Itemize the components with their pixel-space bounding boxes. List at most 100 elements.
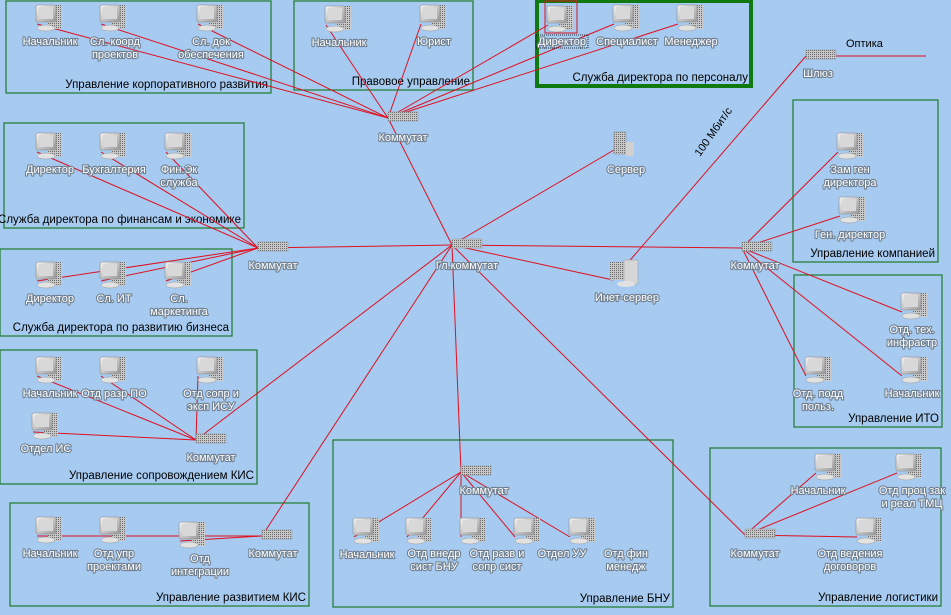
- link-g1c-sw_top[interactable]: [197, 23, 389, 119]
- link-g8d-g8s[interactable]: [460, 471, 516, 538]
- link-g4c-sw_left[interactable]: [165, 151, 259, 249]
- switch-sw_main[interactable]: Гл.коммутат: [435, 238, 499, 273]
- workstation-g7a[interactable]: Начальник: [21, 516, 79, 561]
- link-sw_main-g8s[interactable]: [451, 244, 462, 473]
- workstation-g6a[interactable]: Начальник: [21, 356, 79, 401]
- server-inet[interactable]: Инет-сервер: [594, 259, 660, 305]
- link-g1a-sw_top[interactable]: [36, 23, 389, 119]
- link-sw_left-sw_main[interactable]: [257, 244, 453, 249]
- link-g9a-g9s[interactable]: [744, 472, 817, 536]
- server-server[interactable]: Сервер: [606, 131, 646, 177]
- workstation-g8a[interactable]: Начальник: [338, 517, 396, 562]
- group-g10[interactable]: Управление компанией: [792, 99, 939, 263]
- workstation-g3a[interactable]: Директор: [535, 0, 589, 49]
- workstation-g2a[interactable]: Начальник: [310, 5, 368, 50]
- computer-icon: [324, 5, 351, 33]
- link-g2b-sw_top[interactable]: [387, 23, 422, 119]
- group-g6[interactable]: Управление сопровождением КИС: [0, 349, 258, 485]
- workstation-g8d[interactable]: Отдел УУ: [513, 517, 589, 561]
- group-g8[interactable]: Управление БНУ: [332, 439, 674, 608]
- link-g11b-sw_right[interactable]: [741, 247, 903, 377]
- link-g8e-g8s[interactable]: [460, 471, 571, 538]
- workstation-g6d[interactable]: Отдел ИС: [20, 412, 73, 456]
- server-icon: [613, 131, 634, 156]
- link-g11a-sw_right[interactable]: [741, 247, 903, 313]
- group-g3[interactable]: Служба директора по персоналу: [535, 0, 753, 88]
- workstation-g11b[interactable]: Начальник: [883, 356, 941, 401]
- workstation-g4b[interactable]: Бухгалтерия: [81, 132, 147, 177]
- link-g9b-g9s[interactable]: [744, 472, 898, 536]
- group-g9[interactable]: Управление логистики: [709, 447, 942, 607]
- workstation-g1a[interactable]: Начальник: [21, 4, 79, 49]
- node-label: Начальник: [885, 388, 940, 400]
- link-g5a-sw_left[interactable]: [36, 247, 259, 282]
- link-g4b-sw_left[interactable]: [100, 151, 259, 249]
- link-g3b-sw_top[interactable]: [387, 23, 615, 119]
- link-g11c-sw_right[interactable]: [741, 247, 807, 377]
- label-focus-box: [535, 34, 589, 49]
- node-label: Начальник: [791, 485, 846, 497]
- link-sw_main-sw_right[interactable]: [451, 244, 743, 249]
- switch-g7s[interactable]: Коммутат: [247, 529, 299, 561]
- switch-gw[interactable]: Шлюз: [802, 49, 837, 81]
- group-label: Управление развитием КИС: [156, 592, 306, 604]
- computer-icon: [838, 196, 865, 224]
- link-g3c-sw_top[interactable]: [387, 23, 679, 119]
- link-sw_main-inet[interactable]: [451, 244, 614, 281]
- group-g5[interactable]: Служба директора по развитию бизнеса: [0, 248, 233, 337]
- workstation-g9a[interactable]: Начальник: [789, 453, 847, 498]
- link-g6d-g6s[interactable]: [32, 431, 197, 441]
- link-inet-gw[interactable]: [612, 55, 807, 281]
- link-g10a-sw_right[interactable]: [741, 151, 839, 249]
- workstation-g5a[interactable]: Директор: [25, 261, 75, 306]
- link-g1b-sw_top[interactable]: [100, 23, 389, 119]
- link-sw_top-sw_main[interactable]: [387, 117, 453, 246]
- link-g6a-g6s[interactable]: [36, 375, 197, 441]
- group-g4[interactable]: Служба директора по финансам и экономике: [0, 122, 245, 229]
- link-g4a-sw_left[interactable]: [36, 151, 259, 249]
- switch-sw_left[interactable]: Коммутат: [247, 241, 299, 273]
- link-g2a-sw_top[interactable]: [325, 24, 389, 119]
- link-g6b-g6s[interactable]: [100, 375, 197, 441]
- workstation-g2b[interactable]: Юрист: [416, 4, 452, 49]
- workstation-g5c[interactable]: Сл.маркетинга: [149, 261, 210, 319]
- node-label: обеспечения: [178, 49, 244, 61]
- link-sw_main-server[interactable]: [451, 149, 615, 246]
- workstation-g3c[interactable]: Менеджер: [663, 4, 719, 49]
- node-label: Ген. директор: [815, 229, 885, 241]
- link-g6c-g6s[interactable]: [195, 375, 199, 441]
- switch-g8s[interactable]: Коммутат: [458, 465, 510, 498]
- workstation-g3b[interactable]: Специалист: [595, 4, 659, 49]
- link-sw_main-g9s[interactable]: [451, 244, 746, 536]
- group-g1[interactable]: Управление корпоративного развития: [5, 0, 272, 94]
- switch-g9s[interactable]: Коммутат: [729, 528, 781, 561]
- node-label: Начальник: [23, 388, 78, 400]
- computer-icon: [31, 412, 58, 440]
- workstation-g10b[interactable]: Ген. директор: [814, 196, 886, 242]
- group-g7[interactable]: Управление развитием КИС: [9, 502, 310, 607]
- workstation-g5b[interactable]: Сл. ИТ: [95, 261, 133, 306]
- link-g3a-sw_top[interactable]: [387, 24, 549, 119]
- switch-g6s[interactable]: Коммутат: [185, 433, 237, 465]
- switch-sw_right[interactable]: Коммутат: [729, 241, 781, 273]
- workstation-g6b[interactable]: Отд разр ПО: [80, 356, 148, 401]
- link-sw_main-g6s[interactable]: [195, 244, 453, 441]
- workstation-g11a[interactable]: Отд. тех.инфрастр: [886, 292, 938, 350]
- workstation-g4a[interactable]: Директор: [25, 132, 75, 177]
- link-sw_main-g7s[interactable]: [261, 244, 453, 537]
- group-g2[interactable]: Правовое управление: [293, 0, 474, 91]
- switch-sw_top[interactable]: Коммутат: [377, 111, 429, 145]
